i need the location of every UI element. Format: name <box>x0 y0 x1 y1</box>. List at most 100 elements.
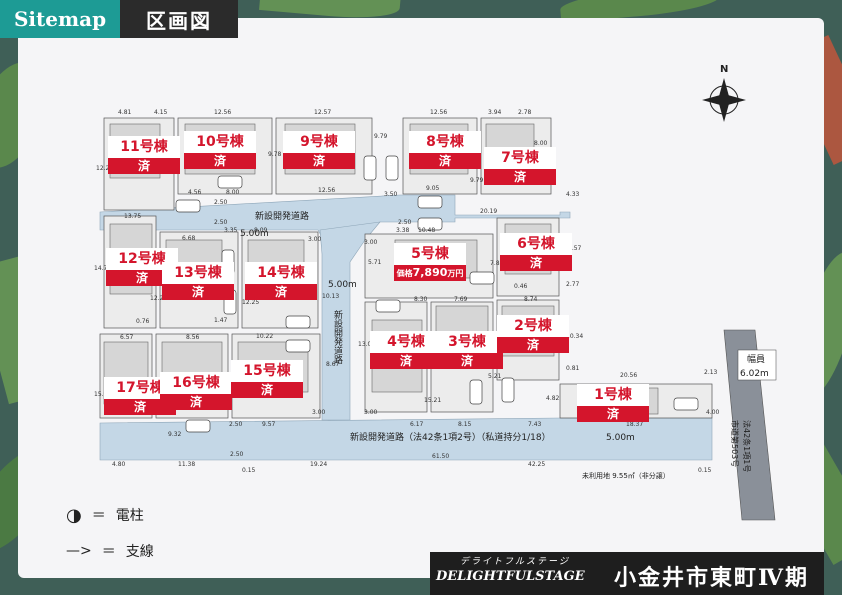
dimension-label: 18.37 <box>626 421 643 428</box>
lot-number: 16号棟 <box>160 372 232 394</box>
lot-tag[interactable]: 9号棟済 <box>283 131 355 169</box>
dimension-label: 9.32 <box>168 431 182 438</box>
dimension-label: 8.09 <box>254 227 268 234</box>
lot-number: 13号棟 <box>162 262 234 284</box>
center-road-label: 新設開発道路 <box>332 309 343 365</box>
dimension-label: 10.48 <box>418 227 435 234</box>
dimension-label: 9.05 <box>426 185 440 192</box>
lot-tag[interactable]: 5号棟価格7,890万円 <box>394 243 466 281</box>
center-road <box>319 221 381 421</box>
lot-tag[interactable]: 8号棟済 <box>409 131 481 169</box>
svg-text:5.00m: 5.00m <box>240 229 269 239</box>
lot-number: 11号棟 <box>108 136 180 158</box>
dimension-label: 12.29 <box>96 165 113 172</box>
city-road <box>723 329 776 521</box>
dimension-label: 3.35 <box>224 227 238 234</box>
dimension-label: 2.50 <box>398 219 412 226</box>
dimension-label: 2.50 <box>230 451 244 458</box>
dimension-label: 7.57 <box>568 245 582 252</box>
dimension-label: 12.56 <box>214 109 231 116</box>
lot-tag[interactable]: 17号棟済 <box>104 377 176 415</box>
dimension-label: 0.46 <box>514 283 528 290</box>
dimension-label: 13.75 <box>124 213 141 220</box>
svg-text:幅員: 幅員 <box>747 353 765 365</box>
price-price: 7,890 <box>412 266 448 279</box>
svg-text:法42条1項1号: 法42条1項1号 <box>742 420 752 472</box>
dimension-label: 4.00 <box>706 409 720 416</box>
lot-number: 1号棟 <box>577 384 649 406</box>
brand-kana: デライトフルステージ <box>460 557 570 567</box>
lot-status-badge: 済 <box>108 158 180 174</box>
lot-status-badge: 済 <box>162 284 234 300</box>
dimension-label: 8.67 <box>326 361 340 368</box>
lot-tag[interactable]: 15号棟済 <box>231 360 303 398</box>
dimension-label: 3.94 <box>488 109 502 116</box>
svg-text:市道第503号: 市道第503号 <box>730 420 740 467</box>
svg-text:5.00m: 5.00m <box>606 433 635 443</box>
parking-cars <box>175 155 699 433</box>
brand-name: DELIGHTFULSTAGE <box>436 569 585 584</box>
roads <box>99 194 777 521</box>
dimension-label: 3.50 <box>384 191 398 198</box>
lot-number: 8号棟 <box>409 131 481 153</box>
dimension-label: 11.38 <box>178 461 195 468</box>
dimension-label: 10.34 <box>566 333 583 340</box>
lot-tag[interactable]: 4号棟済 <box>370 331 442 369</box>
lot-number: 7号棟 <box>484 147 556 169</box>
lot-tag[interactable]: 12号棟済 <box>106 248 178 286</box>
lot-tag[interactable]: 6号棟済 <box>500 233 572 271</box>
lot-number: 2号棟 <box>497 315 569 337</box>
lot-tag[interactable]: 14号棟済 <box>245 262 317 300</box>
width-box <box>737 349 777 381</box>
svg-text:新設開発道路: 新設開発道路 <box>255 210 309 222</box>
dimension-label: 14.76 <box>94 265 111 272</box>
dimension-label: 5.71 <box>368 259 382 266</box>
dimension-label: 8.00 <box>226 189 240 196</box>
svg-text:N: N <box>720 64 728 75</box>
lot-number: 10号棟 <box>184 131 256 153</box>
dimension-label: 12.25 <box>150 295 167 302</box>
lot-tag[interactable]: 13号棟済 <box>162 262 234 300</box>
property-name: 小金井市東町Ⅳ期 <box>614 565 809 591</box>
dimension-label: 19.24 <box>310 461 327 468</box>
road-labels: 新設開発道路 5.00m 5.00m 新設開発道路（法42条1項2号）（私道持分… <box>240 210 769 480</box>
north-compass: N <box>702 64 746 122</box>
center-road-vertical-label: 新設開発道路 <box>332 309 343 365</box>
lot-tag[interactable]: 1号棟済 <box>577 384 649 422</box>
lot-tag[interactable]: 7号棟済 <box>484 147 556 185</box>
lot-status-badge: 済 <box>104 399 176 415</box>
dimension-label: 2.50 <box>214 199 228 206</box>
lot-tag[interactable]: 3号棟済 <box>431 331 503 369</box>
lot-tag[interactable]: 11号棟済 <box>108 136 180 174</box>
footer: デライトフルステージ DELIGHTFULSTAGE 小金井市東町Ⅳ期 <box>430 552 824 595</box>
dimension-label: 0.76 <box>136 318 150 325</box>
lot-tag[interactable]: 2号棟済 <box>497 315 569 353</box>
dimension-label: 61.50 <box>432 453 449 460</box>
dimension-label: 15.21 <box>424 397 441 404</box>
dimension-label: 20.56 <box>620 372 637 379</box>
dimension-label: 8.15 <box>458 421 472 428</box>
svg-text:5.00m: 5.00m <box>328 280 357 290</box>
lot-status-badge: 済 <box>245 284 317 300</box>
dimension-label: 4.82 <box>546 395 560 402</box>
dimension-label: 20.19 <box>480 208 497 215</box>
lot-status-badge: 済 <box>160 394 232 410</box>
dimension-label: 2.78 <box>518 109 532 116</box>
dimension-label: 5.21 <box>488 373 502 380</box>
price-price-unit: 万円 <box>447 269 464 278</box>
dimension-label: 0.15 <box>242 467 256 474</box>
dimension-label: 6.17 <box>410 421 424 428</box>
dimension-label: 3.00 <box>364 239 378 246</box>
svg-text:未利用地 9.55㎡（非分譲）: 未利用地 9.55㎡（非分譲） <box>582 471 670 480</box>
dimension-label: 2.77 <box>566 281 580 288</box>
dimension-label: 2.13 <box>704 369 718 376</box>
lot-number: 5号棟 <box>394 243 466 265</box>
dimension-label: 13.09 <box>358 341 375 348</box>
dimension-label: 0.15 <box>698 467 712 474</box>
dimension-label: 4.80 <box>112 461 126 468</box>
dimension-label: 10.13 <box>322 293 339 300</box>
dimension-label: 8.74 <box>524 296 538 303</box>
lot-tag[interactable]: 16号棟済 <box>160 372 232 410</box>
dimension-label: 12.56 <box>430 109 447 116</box>
lot-tag[interactable]: 10号棟済 <box>184 131 256 169</box>
